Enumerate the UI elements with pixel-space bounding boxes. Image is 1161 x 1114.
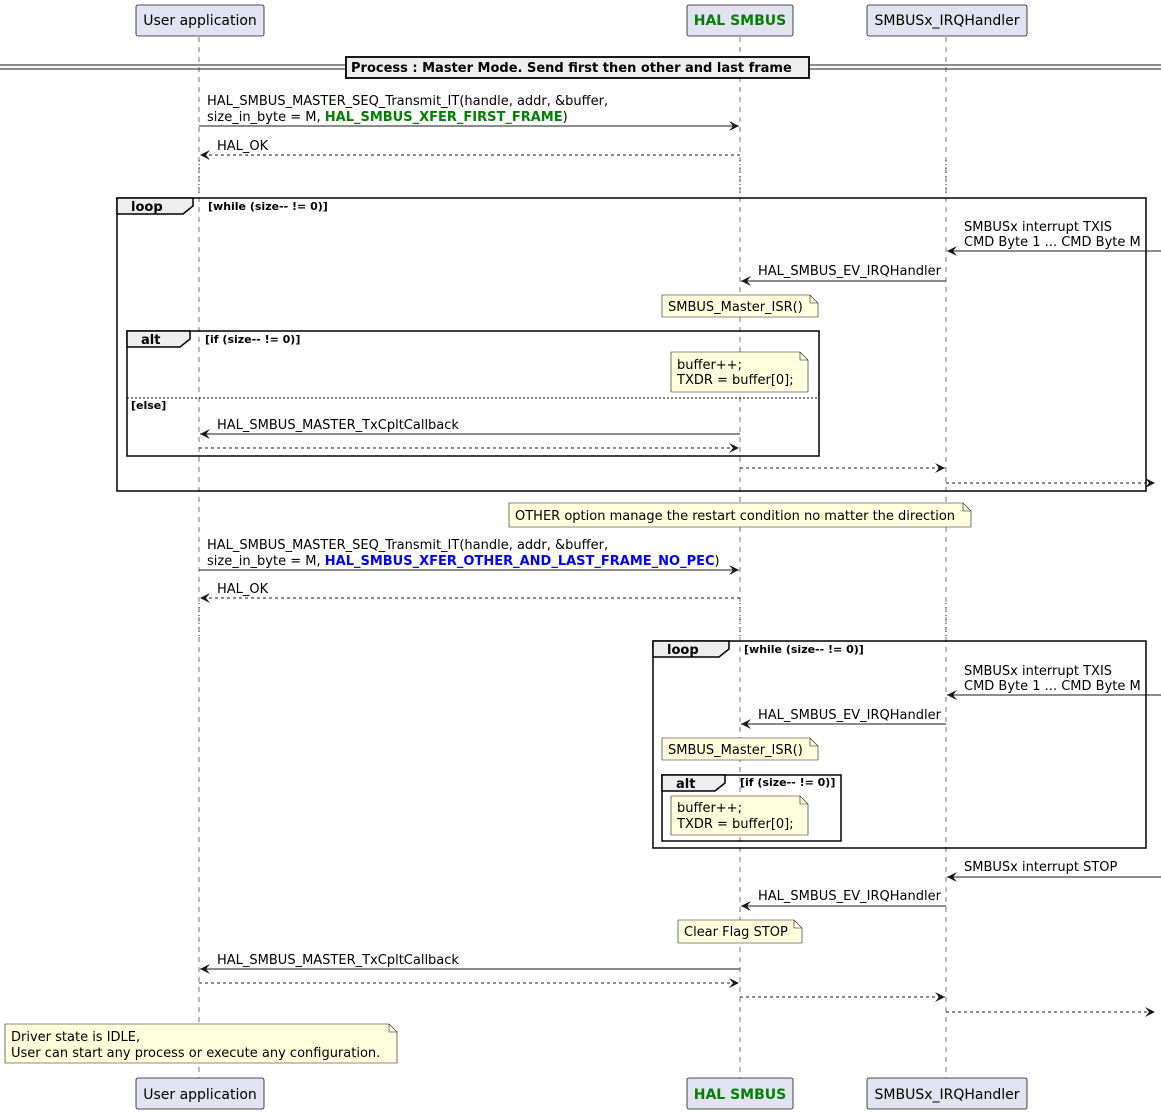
participant-irq-label-bottom: SMBUSx_IRQHandler [875, 1087, 1020, 1103]
message-ev-handler-1: HAL_SMBUS_EV_IRQHandler [741, 264, 946, 286]
loop2-interrupt-line1: SMBUSx interrupt TXIS [964, 664, 1112, 679]
note-isr-2: SMBUS_Master_ISR() [661, 737, 819, 761]
message-final-callback: HAL_SMBUS_MASTER_TxCpltCallback [200, 953, 740, 974]
alt2-note-line2: TXDR = buffer[0]; [676, 817, 794, 832]
other-note-text: OTHER option manage the restart conditio… [515, 509, 955, 524]
delay-1 [198, 160, 947, 196]
loop1-label: loop [131, 200, 163, 215]
alt1-callback: HAL_SMBUS_MASTER_TxCpltCallback [217, 418, 459, 433]
participant-user-label-bottom: User application [143, 1087, 257, 1103]
hal-ok-1-label: HAL_OK [217, 139, 269, 154]
loop1-isr-note: SMBUS_Master_ISR() [668, 300, 803, 315]
delay-2 [198, 603, 947, 639]
message-interrupt-txis-2: SMBUSx interrupt TXIS CMD Byte 1 ... CMD… [947, 664, 1161, 700]
note-idle: Driver state is IDLE, User can start any… [4, 1023, 398, 1064]
loop2-ev-handler: HAL_SMBUS_EV_IRQHandler [758, 708, 942, 723]
alt1-note-line2: TXDR = buffer[0]; [676, 373, 794, 388]
loop1-guard: [while (size-- != 0)] [208, 200, 328, 213]
loop1-interrupt-line2: CMD Byte 1 ... CMD Byte M [964, 235, 1141, 250]
alt2-note-line1: buffer++; [677, 801, 742, 816]
alt1-note-line1: buffer++; [677, 358, 742, 373]
loop2-interrupt-line2: CMD Byte 1 ... CMD Byte M [964, 679, 1141, 694]
participant-irq-label: SMBUSx_IRQHandler [875, 13, 1020, 29]
participant-hal-label-bottom: HAL SMBUS [694, 1087, 786, 1103]
loop2-isr-note: SMBUS_Master_ISR() [668, 743, 803, 758]
hal-ok-2-label: HAL_OK [217, 582, 269, 597]
message-interrupt-stop: SMBUSx interrupt STOP [947, 860, 1161, 882]
ev-handler-stop-label: HAL_SMBUS_EV_IRQHandler [758, 889, 942, 904]
participant-hal-label: HAL SMBUS [694, 13, 786, 29]
participant-user-top: User application [135, 4, 265, 37]
alt2-guard: [if (size-- != 0)] [740, 776, 835, 789]
note-clear-flag: Clear Flag STOP [677, 919, 803, 944]
participant-irq-top: SMBUSx_IRQHandler [866, 4, 1028, 37]
call1-line2-prefix: size_in_byte = M, [207, 110, 325, 125]
participant-hal-top: HAL SMBUS [686, 4, 794, 37]
call2-line2-prefix: size_in_byte = M, [207, 554, 325, 569]
loop2-label: loop [667, 643, 699, 658]
idle-note-line2: User can start any process or execute an… [11, 1046, 380, 1061]
loop2-guard: [while (size-- != 0)] [744, 643, 864, 656]
message-callback-1: HAL_SMBUS_MASTER_TxCpltCallback [200, 418, 740, 439]
process-divider: Process : Master Mode. Send first then o… [0, 56, 1161, 79]
final-callback-label: HAL_SMBUS_MASTER_TxCpltCallback [217, 953, 459, 968]
message-hal-ok-2: HAL_OK [200, 582, 740, 603]
alt1-label: alt [141, 333, 160, 348]
alt-frame-1: alt [if (size-- != 0)] [else] [126, 330, 820, 457]
call2-flag-other-last-frame: HAL_SMBUS_XFER_OTHER_AND_LAST_FRAME_NO_P… [325, 554, 715, 569]
stop-interrupt-label: SMBUSx interrupt STOP [964, 860, 1118, 875]
alt1-guard: [if (size-- != 0)] [205, 333, 300, 346]
loop1-ev-handler: HAL_SMBUS_EV_IRQHandler [758, 264, 942, 279]
message-ev-handler-2: HAL_SMBUS_EV_IRQHandler [741, 708, 946, 729]
message-ev-handler-stop: HAL_SMBUS_EV_IRQHandler [741, 889, 946, 911]
call1-line2: size_in_byte = M, HAL_SMBUS_XFER_FIRST_F… [207, 110, 568, 125]
participant-irq-bottom: SMBUSx_IRQHandler [866, 1077, 1028, 1110]
note-buffer-2: buffer++; TXDR = buffer[0]; [670, 795, 809, 836]
note-isr-1: SMBUS_Master_ISR() [661, 294, 819, 318]
idle-note-line1: Driver state is IDLE, [11, 1030, 140, 1045]
participant-hal-bottom: HAL SMBUS [686, 1077, 794, 1110]
note-buffer-1: buffer++; TXDR = buffer[0]; [670, 351, 809, 393]
divider-label: Process : Master Mode. Send first then o… [351, 61, 792, 76]
clear-flag-note-text: Clear Flag STOP [684, 925, 788, 940]
call1-flag-first-frame: HAL_SMBUS_XFER_FIRST_FRAME [325, 110, 563, 125]
participant-user-bottom: User application [135, 1077, 265, 1110]
call2-line2: size_in_byte = M, HAL_SMBUS_XFER_OTHER_A… [207, 554, 720, 569]
loop1-interrupt-line1: SMBUSx interrupt TXIS [964, 220, 1112, 235]
call1-line2-suffix: ) [563, 110, 568, 125]
call1-line1: HAL_SMBUS_MASTER_SEQ_Transmit_IT(handle,… [207, 94, 608, 109]
message-transmit-other: HAL_SMBUS_MASTER_SEQ_Transmit_IT(handle,… [199, 538, 739, 575]
alt1-else-guard: [else] [131, 399, 166, 412]
alt2-label: alt [676, 777, 695, 792]
call2-line1: HAL_SMBUS_MASTER_SEQ_Transmit_IT(handle,… [207, 538, 608, 553]
alt-frame-2: alt [if (size-- != 0)] [661, 774, 842, 842]
participant-user-label: User application [143, 13, 257, 29]
message-transmit-first: HAL_SMBUS_MASTER_SEQ_Transmit_IT(handle,… [199, 94, 739, 131]
loop-frame-2: loop [while (size-- != 0)] [652, 640, 1147, 849]
call2-line2-suffix: ) [715, 554, 720, 569]
message-interrupt-txis-1: SMBUSx interrupt TXIS CMD Byte 1 ... CMD… [947, 220, 1161, 256]
loop-frame-1: loop [while (size-- != 0)] [116, 197, 1147, 492]
note-other-option: OTHER option manage the restart conditio… [508, 502, 972, 528]
message-hal-ok-1: HAL_OK [200, 139, 740, 160]
